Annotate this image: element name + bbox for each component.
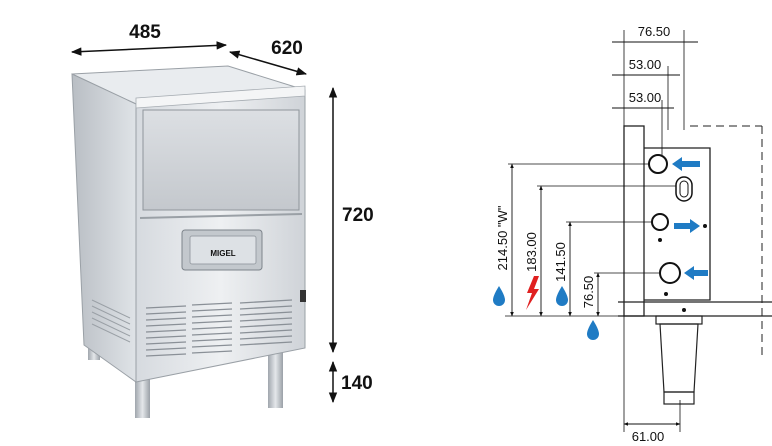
top-dimension-76-50: 76.50 (638, 24, 671, 39)
machine-dimensions: 485 620 720 140 (70, 22, 374, 404)
vertical-dimension-141-50: 141.50 (553, 242, 568, 282)
screw-dot-4 (682, 308, 686, 312)
brand-logo: MIGEL (210, 249, 235, 258)
ice-machine-illustration: MIGEL (71, 65, 306, 418)
screw-dot (703, 224, 707, 228)
blue-arrow-icons (672, 157, 708, 280)
screw-dot-2 (658, 238, 662, 242)
legs-label: 140 (341, 373, 373, 394)
leg-front-right (268, 350, 283, 408)
depth-dimension-line (228, 50, 308, 76)
power-switch-icon (300, 290, 306, 302)
drain-pipe-tip (663, 391, 695, 405)
width-dimension-line (70, 41, 228, 56)
drain-pipe-collar (655, 315, 703, 325)
water-drop-icon (556, 286, 568, 306)
screw-dot-3 (664, 292, 668, 296)
vertical-dimension-214-50: 214.50 "W" (495, 205, 510, 270)
top-dimension-53-00-b: 53.00 (629, 90, 662, 105)
water-drop-icon (493, 286, 505, 306)
arrow-right-icon (674, 219, 700, 233)
brand-plate-inner (189, 235, 257, 265)
rear-body-outline (644, 147, 711, 301)
door-divider (139, 213, 303, 219)
top-dimension-53-00-a: 53.00 (629, 57, 662, 72)
arrow-left-icon (684, 266, 708, 280)
vertical-dimension-183-00: 183.00 (524, 232, 539, 272)
front-vent-grille (145, 299, 293, 357)
water-drop-icon (587, 320, 599, 340)
depth-label: 620 (271, 38, 303, 59)
water-connection-2 (651, 213, 669, 231)
vertical-dimension-76-50: 76.50 (581, 276, 596, 309)
arrow-left-icon (672, 157, 700, 171)
connection-drawing: 76.50 53.00 53.00 214.50 "W" 183.00 141.… (493, 24, 772, 444)
ice-bin-door (142, 109, 300, 211)
side-vent-grille (91, 299, 131, 343)
drain-connection (659, 262, 681, 284)
bottom-dimension-61-00: 61.00 (632, 429, 665, 444)
lightning-icon (526, 276, 539, 310)
front-top-lip (135, 85, 306, 109)
rear-panel (623, 125, 645, 317)
width-label: 485 (129, 22, 161, 43)
drain-pipe (659, 323, 699, 393)
water-inlet-connection (648, 154, 668, 174)
height-label: 720 (342, 205, 374, 226)
machine-side (71, 73, 137, 383)
electrical-connection-inner (679, 180, 689, 198)
